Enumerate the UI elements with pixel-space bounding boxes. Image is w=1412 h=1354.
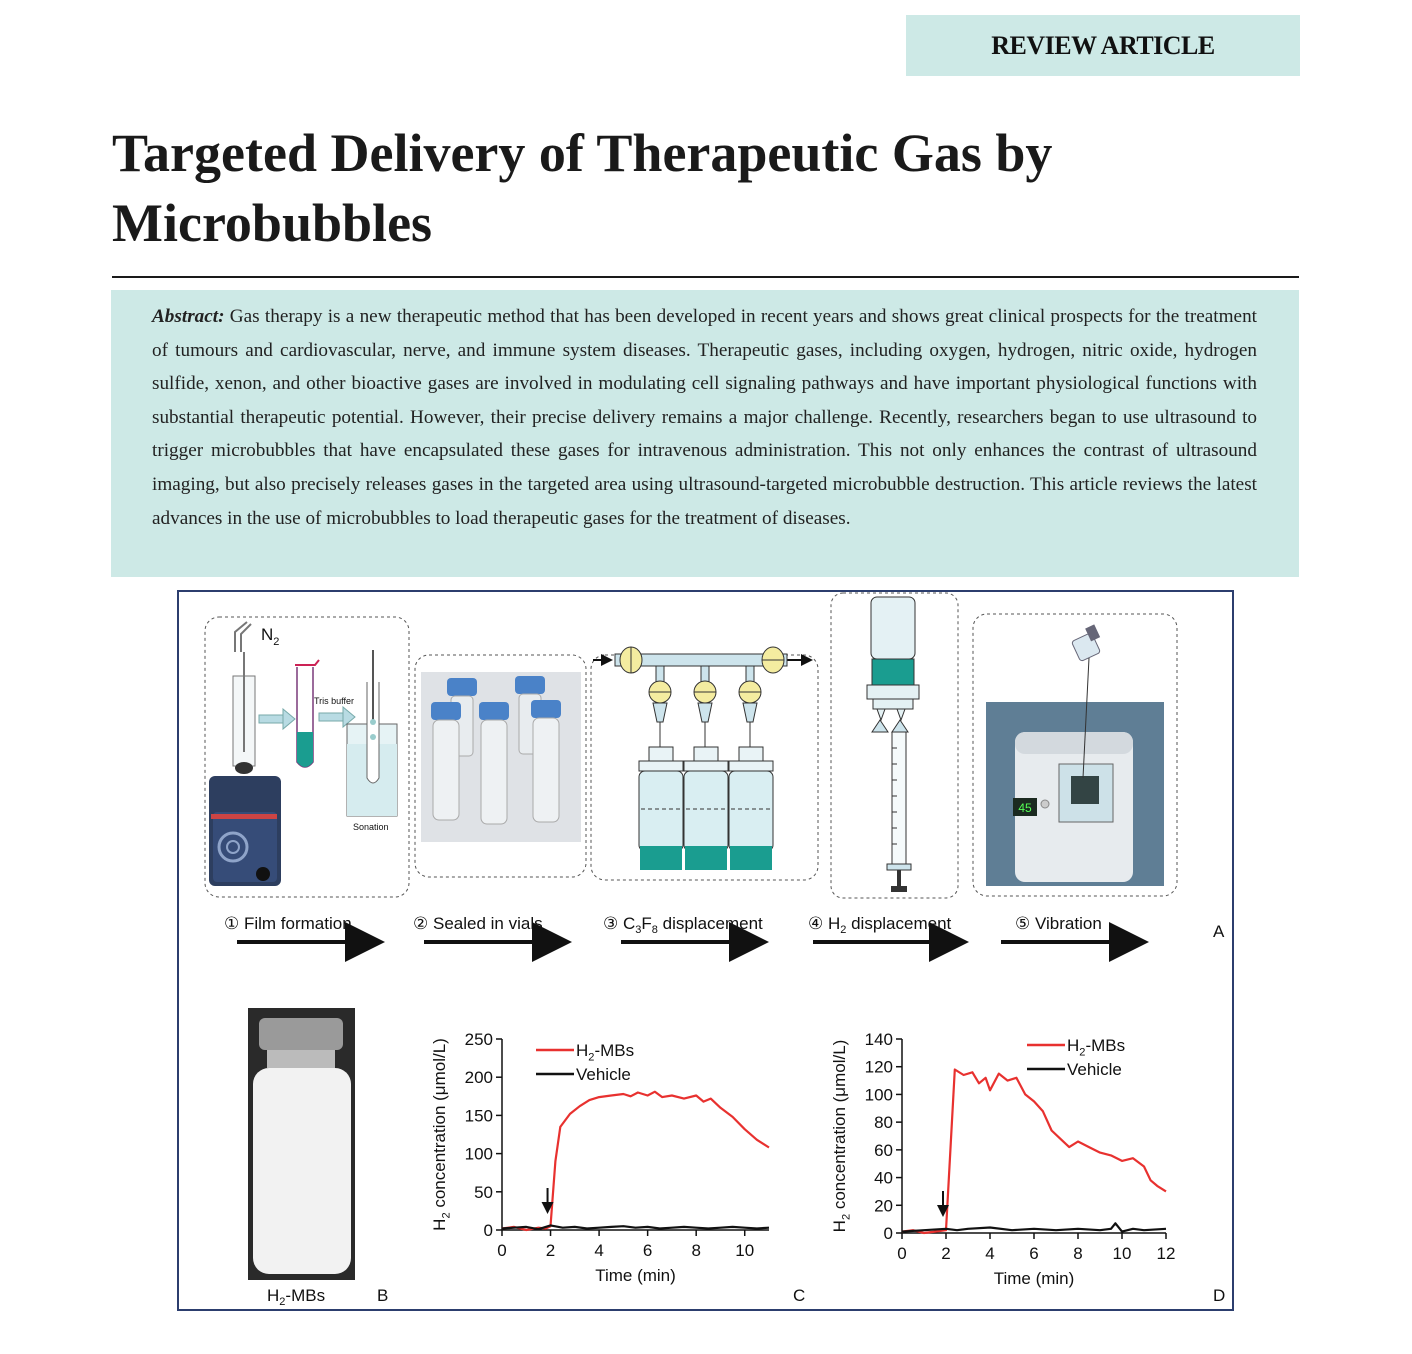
step5-illustration: 45 — [972, 613, 1178, 897]
step2-illustration — [414, 654, 587, 878]
x-tick-label: 4 — [985, 1244, 994, 1263]
step3-illustration — [590, 646, 819, 881]
abstract-text: Gas therapy is a new therapeutic method … — [152, 306, 1257, 529]
sonation-label: Sonation — [353, 822, 389, 832]
panel-b: H2-MBs B — [248, 1008, 388, 1308]
figure-svg: N2 Tris buffer Sonation — [204, 592, 1225, 1308]
legend-label: Vehicle — [576, 1065, 631, 1084]
x-tick-label: 6 — [1029, 1244, 1038, 1263]
panel-b-caption: H2-MBs — [267, 1286, 325, 1308]
badge-label: REVIEW ARTICLE — [991, 30, 1215, 60]
y-tick-label: 80 — [874, 1113, 893, 1132]
panel-b-label: B — [377, 1286, 388, 1305]
legend-label: Vehicle — [1067, 1060, 1122, 1079]
step1-text: Film formation — [244, 914, 352, 933]
x-tick-label: 0 — [897, 1244, 906, 1263]
step4-label: ④ H2 displacement — [808, 914, 952, 936]
x-tick-label: 10 — [735, 1241, 754, 1260]
step5-num: ⑤ — [1015, 914, 1030, 933]
step2-text: Sealed in vials — [433, 914, 543, 933]
x-tick-label: 6 — [643, 1241, 652, 1260]
x-tick-label: 12 — [1157, 1244, 1176, 1263]
y-tick-label: 50 — [474, 1183, 493, 1202]
step2-num: ② — [413, 914, 428, 933]
y-tick-label: 140 — [865, 1030, 893, 1049]
panel-a-label: A — [1213, 922, 1225, 941]
step1-label: ① Film formation — [224, 914, 352, 933]
y-tick-label: 60 — [874, 1141, 893, 1160]
title-line-1: Targeted Delivery of Therapeutic Gas by — [112, 123, 1053, 183]
abstract-box: Abstract: Gas therapy is a new therapeut… — [111, 290, 1299, 577]
abstract-label: Abstract: — [152, 306, 225, 327]
article-title: Targeted Delivery of Therapeutic Gas by … — [112, 118, 1262, 258]
y-tick-label: 200 — [465, 1068, 493, 1087]
step1-illustration: N2 Tris buffer Sonation — [204, 616, 410, 898]
tris-buffer-label: Tris buffer — [314, 696, 354, 706]
y-tick-label: 20 — [874, 1196, 893, 1215]
x-axis-label: Time (min) — [994, 1269, 1075, 1288]
y-tick-label: 0 — [484, 1221, 493, 1240]
series-line-vehicle — [901, 1222, 1167, 1233]
y-tick-label: 0 — [884, 1224, 893, 1243]
x-tick-label: 8 — [1073, 1244, 1082, 1263]
step1-num: ① — [224, 914, 239, 933]
series-line-h2-mbs — [501, 1090, 770, 1232]
x-axis-label: Time (min) — [595, 1266, 676, 1285]
series-line-h2-mbs — [901, 1068, 1167, 1235]
y-tick-label: 150 — [465, 1106, 493, 1125]
legend-label: H2-MBs — [576, 1041, 634, 1063]
y-axis-label: H2 concentration (μmol/L) — [830, 1040, 852, 1233]
y-tick-label: 40 — [874, 1169, 893, 1188]
y-tick-label: 100 — [865, 1085, 893, 1104]
x-tick-label: 4 — [594, 1241, 603, 1260]
figure-panel: N2 Tris buffer Sonation — [177, 590, 1234, 1311]
n2-label: N2 — [261, 625, 279, 648]
panel-c-label: C — [793, 1286, 805, 1305]
step5-text: Vibration — [1035, 914, 1102, 933]
x-tick-label: 0 — [497, 1241, 506, 1260]
y-axis-label: H2 concentration (μmol/L) — [430, 1038, 452, 1231]
title-line-2: Microbubbles — [112, 193, 433, 253]
panel-d-label: D — [1213, 1286, 1225, 1305]
series-line-vehicle — [501, 1224, 770, 1231]
y-tick-label: 120 — [865, 1058, 893, 1077]
abstract-paragraph: Abstract: Gas therapy is a new therapeut… — [152, 300, 1257, 535]
y-tick-label: 250 — [465, 1030, 493, 1049]
step3-label: ③ C3F8 displacement — [603, 914, 763, 936]
title-divider — [112, 276, 1299, 278]
x-tick-label: 2 — [546, 1241, 555, 1260]
x-tick-label: 8 — [691, 1241, 700, 1260]
x-tick-label: 10 — [1113, 1244, 1132, 1263]
article-type-badge: REVIEW ARTICLE — [906, 15, 1300, 76]
timer-display: 45 — [1018, 801, 1032, 815]
x-tick-label: 2 — [941, 1244, 950, 1263]
step5-label: ⑤ Vibration — [1015, 914, 1102, 933]
y-tick-label: 100 — [465, 1145, 493, 1164]
step-labels: ① Film formation ② Sealed in vials ③ C3F… — [224, 914, 1102, 936]
step4-illustration — [830, 592, 959, 899]
legend-label: H2-MBs — [1067, 1036, 1125, 1058]
step2-label: ② Sealed in vials — [413, 914, 543, 933]
